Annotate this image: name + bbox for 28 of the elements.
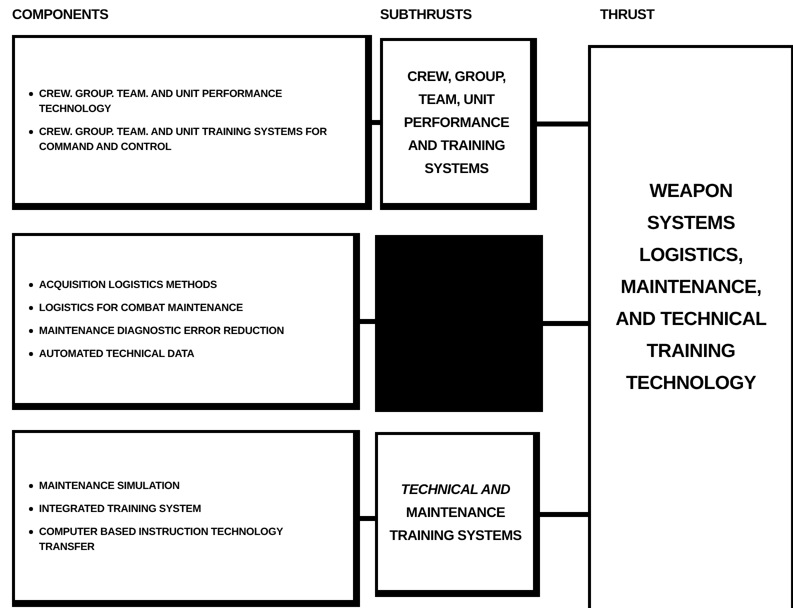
component-item: LOGISTICS FOR COMBAT MAINTENANCE [39,300,243,316]
connector-line [538,512,590,517]
subthrust-title: CREW, GROUP, TEAM, UNIT PERFORMANCE AND TRAINING SYSTEMS [402,66,510,178]
connector-line [535,122,590,126]
connector-line [370,120,382,125]
component-item: ACQUISITION LOGISTICS METHODS [39,278,217,292]
subthrust-title: TECHNICAL AND MAINTENANCE TRAINING SYSTEMS [388,480,523,545]
connector-line [358,516,377,521]
column-heading: THRUST [600,6,654,22]
component-item: MAINTENANCE DIAGNOSTIC ERROR REDUCTION [39,324,284,338]
connector-line [541,321,590,326]
component-item: AUTOMATED TECHNICAL DATA [39,346,194,362]
component-item: CREW. GROUP. TEAM. AND UNIT PERFORMANCE TECHNOLOGY [39,86,284,116]
component-item: MAINTENANCE SIMULATION [39,478,180,494]
component-box [12,35,372,210]
component-box [12,233,360,410]
component-item: COMPUTER BASED INSTRUCTION TECHNOLOGY TRANSFER [39,524,284,554]
connector-line [358,319,377,324]
thrust-title: WEAPON SYSTEMS LOGISTICS, MAINTENANCE, AND TECHNICAL TRAINING TECHNOLOGY [614,180,768,396]
filled-box [375,235,543,412]
component-item: INTEGRATED TRAINING SYSTEM [39,502,202,516]
component-box [12,430,360,607]
subthrust-box [380,38,537,210]
subthrust-box [375,432,540,597]
thrust-box [588,45,793,608]
column-heading: COMPONENTS [12,6,108,22]
column-heading: SUBTHRUSTS [380,6,472,22]
component-item: CREW. GROUP. TEAM. AND UNIT TRAINING SYSTEMS FOR COMMAND AND CONTROL [39,124,328,154]
